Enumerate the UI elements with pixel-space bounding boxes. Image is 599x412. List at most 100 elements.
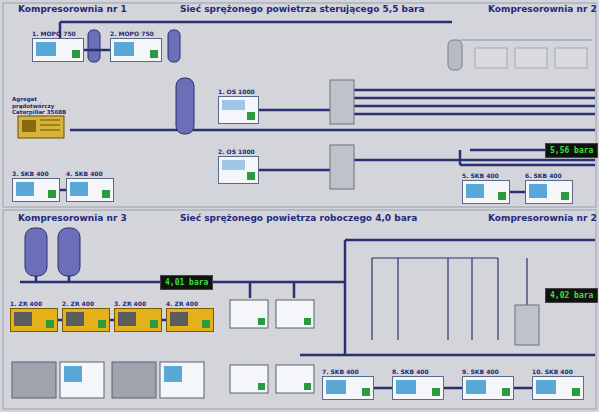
air-tank — [25, 30, 194, 276]
status-lamp — [432, 388, 440, 396]
unit-housing — [218, 96, 259, 124]
unit-housing — [218, 156, 259, 184]
unit-caption: 1. ZR 400 — [10, 300, 58, 308]
reserve-tank — [448, 40, 462, 70]
unit-housing — [392, 376, 444, 400]
status-lamp — [150, 50, 158, 58]
pipework — [20, 22, 595, 355]
unit-housing — [322, 376, 374, 400]
status-lamp — [46, 320, 54, 328]
unit-caption: 4. ZR 400 — [166, 300, 214, 308]
dryer-unit: 1. OS 1000 — [218, 88, 259, 124]
unit-housing — [66, 178, 114, 202]
unit-panel — [114, 42, 134, 56]
unit-housing — [12, 178, 60, 202]
network-heading: Sieć sprężonego powietrza sterującego 5,… — [180, 4, 425, 15]
pipe-connector — [374, 387, 392, 390]
pipe-connector — [444, 387, 462, 390]
unit-panel — [222, 160, 245, 170]
unit-housing — [10, 308, 58, 332]
status-lamp — [561, 192, 569, 200]
unit-housing — [462, 180, 510, 204]
station-heading: Kompresorownia nr 2 — [488, 4, 597, 15]
compressor-unit: 2. ZR 400 — [62, 300, 110, 332]
panel-frame — [3, 3, 596, 207]
unit-panel — [36, 42, 56, 56]
unit-panel — [326, 380, 346, 394]
unit-panel — [66, 312, 84, 326]
unit-caption: 9. SKB 400 — [462, 368, 514, 376]
unit-caption: 3. ZR 400 — [114, 300, 162, 308]
unit-caption: 10. SKB 400 — [532, 368, 584, 376]
unit-caption: 4. SKB 400 — [66, 170, 114, 178]
unit-panel — [170, 312, 188, 326]
unit-panel — [222, 100, 245, 110]
status-lamp — [98, 320, 106, 328]
unit-caption: 2. ZR 400 — [62, 300, 110, 308]
status-lamp — [72, 50, 80, 58]
unit-housing — [462, 376, 514, 400]
dryer-unit: 2. OS 1000 — [218, 148, 259, 184]
pipe-connector — [84, 49, 110, 52]
unit-caption: 2. OS 1000 — [218, 148, 259, 156]
unit-housing — [32, 38, 84, 62]
unit-caption: 6. SKB 400 — [525, 172, 573, 180]
status-lamp — [102, 190, 110, 198]
pipe-connector — [514, 387, 532, 390]
status-lamp — [247, 112, 255, 120]
unit-caption: 1. MOPO 750 — [32, 30, 84, 38]
unit-panel — [536, 380, 556, 394]
pressure-readout: 4,01 bara — [160, 275, 213, 290]
branch-lines — [372, 258, 527, 340]
unit-housing — [166, 308, 214, 332]
unit-panel — [466, 380, 486, 394]
status-lamp — [202, 320, 210, 328]
compressor-unit: 4. ZR 400 — [166, 300, 214, 332]
station-heading: Kompresorownia nr 2 — [488, 213, 597, 224]
compressor-unit: 2. MOPO 750 — [110, 30, 162, 62]
status-lamp — [362, 388, 370, 396]
generator-set — [18, 116, 64, 138]
compressor-unit: 1. MOPO 750 — [32, 30, 84, 62]
pressure-readout: 4,02 bara — [545, 288, 598, 303]
unit-panel — [16, 182, 34, 196]
status-lamp — [150, 320, 158, 328]
unit-caption: 7. SKB 400 — [322, 368, 374, 376]
unit-housing — [62, 308, 110, 332]
unit-caption: 3. SKB 400 — [12, 170, 60, 178]
station-heading: Kompresorownia nr 1 — [18, 4, 127, 15]
unit-panel — [396, 380, 416, 394]
compressor-unit: 4. SKB 400 — [66, 170, 114, 202]
compressor-unit: 1. ZR 400 — [10, 300, 58, 332]
compressor-unit: 7. SKB 400 — [322, 368, 374, 400]
status-lamp — [247, 172, 255, 180]
status-lamp — [498, 192, 506, 200]
unit-panel — [14, 312, 32, 326]
status-lamp — [48, 190, 56, 198]
panel-frame — [3, 210, 596, 409]
unit-housing — [525, 180, 573, 204]
unit-panel — [466, 184, 484, 198]
compressor-unit: 8. SKB 400 — [392, 368, 444, 400]
unit-housing — [110, 38, 162, 62]
unit-caption: 8. SKB 400 — [392, 368, 444, 376]
pipe-connector — [510, 191, 525, 194]
unit-caption: 5. SKB 400 — [462, 172, 510, 180]
unit-caption: 1. OS 1000 — [218, 88, 259, 96]
compressor-unit: 5. SKB 400 — [462, 172, 510, 204]
network-heading: Sieć sprężonego powietrza roboczego 4,0 … — [180, 213, 417, 224]
unit-housing — [114, 308, 162, 332]
compressor-unit: 6. SKB 400 — [525, 172, 573, 204]
pressure-readout: 5,56 bara — [545, 143, 598, 158]
compressor-unit: 10. SKB 400 — [532, 368, 584, 400]
status-lamp — [572, 388, 580, 396]
compressor-unit: 3. SKB 400 — [12, 170, 60, 202]
pressure-value: 5,56 bara — [550, 146, 593, 155]
status-lamp — [502, 388, 510, 396]
unit-panel — [118, 312, 136, 326]
pressure-value: 4,02 bara — [550, 291, 593, 300]
compressor-unit: 9. SKB 400 — [462, 368, 514, 400]
unit-housing — [532, 376, 584, 400]
